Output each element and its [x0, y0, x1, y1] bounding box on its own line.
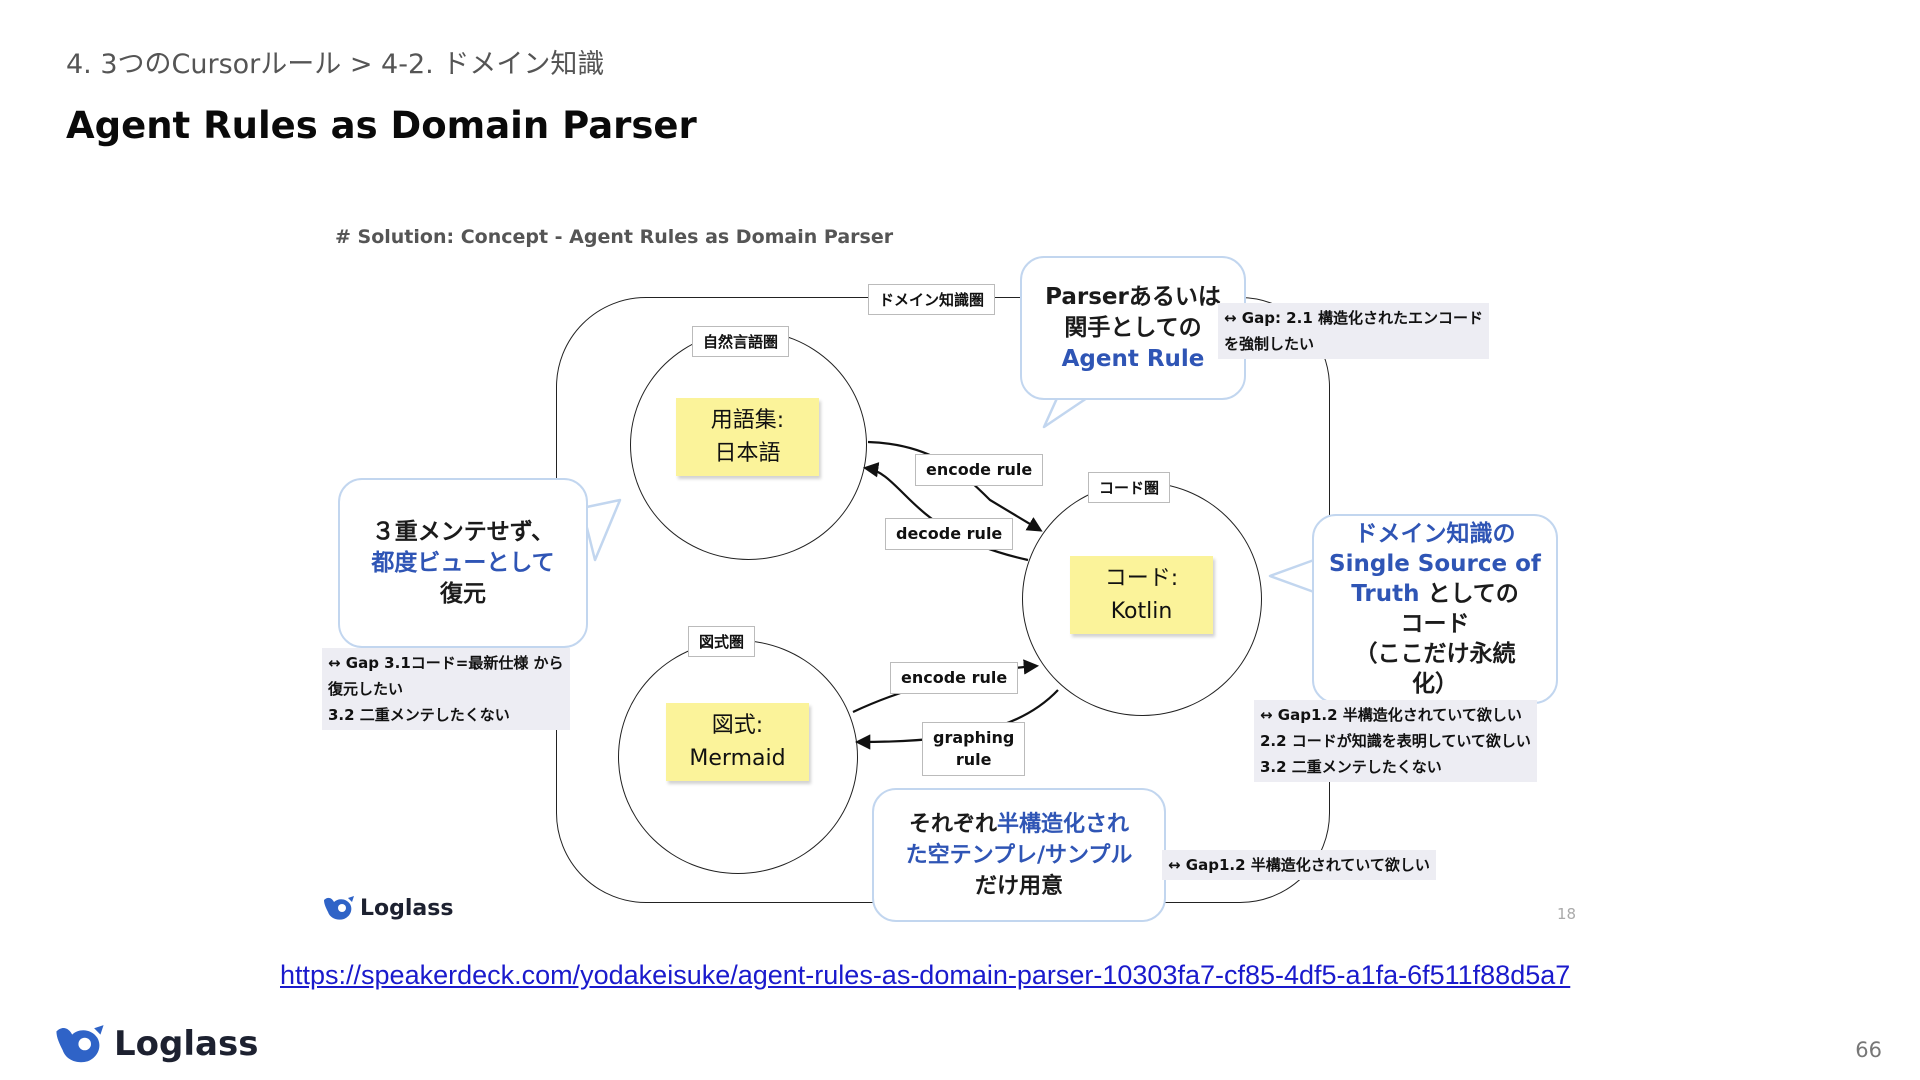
- ssot-bubble-line-2: Single Source of: [1329, 551, 1541, 577]
- page-number: 66: [1855, 1038, 1882, 1062]
- diagram-sphere-label: 図式圏: [688, 626, 756, 657]
- diagram-sticky-note: 図式: Mermaid: [666, 703, 809, 781]
- template-bubble-semistructured: 半構造化され: [997, 811, 1130, 837]
- footer-logo: Loglass: [52, 1022, 258, 1066]
- ssot-bubble-line-3: Truth としての: [1314, 579, 1556, 609]
- gap-parser-line-2: を強制したい: [1224, 335, 1315, 353]
- parser-agent-rule-bubble: Parserあるいは 関手としての Agent Rule: [1020, 256, 1246, 400]
- domain-knowledge-label: ドメイン知識圏: [868, 284, 996, 315]
- parser-bubble-line-2: 関手としての: [1064, 314, 1202, 341]
- slide-logo: Loglass: [322, 894, 453, 922]
- restore-bubble-line-3: 復元: [440, 580, 486, 607]
- glossary-line-1: 用語集:: [710, 408, 785, 433]
- encode-rule-label-top: encode rule: [915, 454, 1044, 486]
- ssot-bubble-line-6: 化）: [1412, 671, 1458, 697]
- slide-heading: # Solution: Concept - Agent Rules as Dom…: [335, 226, 894, 248]
- graphing-rule-line-1: graphing: [933, 728, 1015, 747]
- gap-note-parser: ↔ Gap: 2.1 構造化されたエンコード を強制したい: [1218, 303, 1489, 359]
- template-bubble-line-3: だけ用意: [974, 873, 1063, 899]
- natural-language-sphere-label: 自然言語圏: [692, 326, 790, 357]
- code-line-1: コード:: [1104, 566, 1179, 591]
- parser-bubble-line-1: Parserあるいは: [1045, 283, 1221, 310]
- loglass-whale-icon: [56, 1025, 104, 1063]
- decode-rule-label: decode rule: [885, 518, 1014, 550]
- slide-number: 18: [1557, 905, 1577, 923]
- ssot-bubble-truth: Truth: [1351, 581, 1420, 607]
- ssot-bubble-line-4: コード: [1400, 611, 1470, 637]
- glossary-sticky-note: 用語集: 日本語: [676, 398, 819, 476]
- encode-rule-label-bottom: encode rule: [890, 662, 1019, 694]
- gap-restore-line-2: 復元したい: [328, 680, 404, 698]
- gap-ssot-line-2: 2.2 コードが知識を表明していて欲しい: [1260, 732, 1531, 750]
- gap-note-template: ↔ Gap1.2 半構造化されていて欲しい: [1162, 850, 1436, 880]
- footer-logo-text: Loglass: [114, 1024, 259, 1064]
- code-sticky-note: コード: Kotlin: [1070, 556, 1213, 634]
- restore-bubble-line-1: ３重メンテせず、: [371, 518, 555, 545]
- restore-bubble-line-2: 都度ビューとして: [371, 549, 555, 576]
- gap-template-line-1: ↔ Gap1.2 半構造化されていて欲しい: [1168, 856, 1430, 874]
- gap-parser-line-1: ↔ Gap: 2.1 構造化されたエンコード: [1224, 309, 1483, 327]
- template-bubble: それぞれ半構造化され た空テンプレ/サンプル だけ用意: [872, 788, 1166, 922]
- ssot-bubble-toshite: としての: [1419, 581, 1519, 607]
- code-sphere-label: コード圏: [1088, 472, 1171, 503]
- gap-restore-line-1: ↔ Gap 3.1コード=最新仕様 から: [328, 654, 564, 672]
- ssot-bubble-line-1: ドメイン知識の: [1354, 521, 1516, 547]
- single-source-of-truth-bubble: ドメイン知識の Single Source of Truth としての コード …: [1312, 514, 1558, 704]
- diagram-line-2: Mermaid: [689, 746, 786, 771]
- graphing-rule-line-2: rule: [955, 750, 992, 769]
- glossary-line-2: 日本語: [714, 441, 781, 466]
- gap-restore-line-3: 3.2 二重メンテしたくない: [328, 706, 510, 724]
- template-bubble-line-1: それぞれ半構造化され: [874, 809, 1164, 840]
- breadcrumb: 4. 3つのCursorルール > 4-2. ドメイン知識: [66, 49, 605, 80]
- page-title: Agent Rules as Domain Parser: [66, 104, 697, 147]
- gap-note-ssot: ↔ Gap1.2 半構造化されていて欲しい 2.2 コードが知識を表明していて欲…: [1254, 700, 1537, 782]
- template-bubble-sorezore: それぞれ: [908, 811, 997, 837]
- ssot-bubble-line-5: （ここだけ永続: [1354, 641, 1516, 667]
- diagram-line-1: 図式:: [711, 713, 764, 738]
- code-line-2: Kotlin: [1110, 599, 1173, 624]
- speakerdeck-link[interactable]: https://speakerdeck.com/yodakeisuke/agen…: [280, 960, 1571, 990]
- gap-ssot-line-3: 3.2 二重メンテしたくない: [1260, 758, 1442, 776]
- slide-logo-text: Loglass: [360, 895, 454, 921]
- template-bubble-line-2: た空テンプレ/サンプル: [905, 842, 1133, 868]
- graphing-rule-label: graphing rule: [922, 722, 1026, 776]
- parser-bubble-line-3: Agent Rule: [1061, 345, 1205, 372]
- loglass-whale-icon: [324, 896, 354, 920]
- gap-ssot-line-1: ↔ Gap1.2 半構造化されていて欲しい: [1260, 706, 1522, 724]
- restore-as-view-bubble: ３重メンテせず、 都度ビューとして 復元: [338, 478, 588, 648]
- gap-note-restore: ↔ Gap 3.1コード=最新仕様 から 復元したい 3.2 二重メンテしたくな…: [322, 648, 570, 730]
